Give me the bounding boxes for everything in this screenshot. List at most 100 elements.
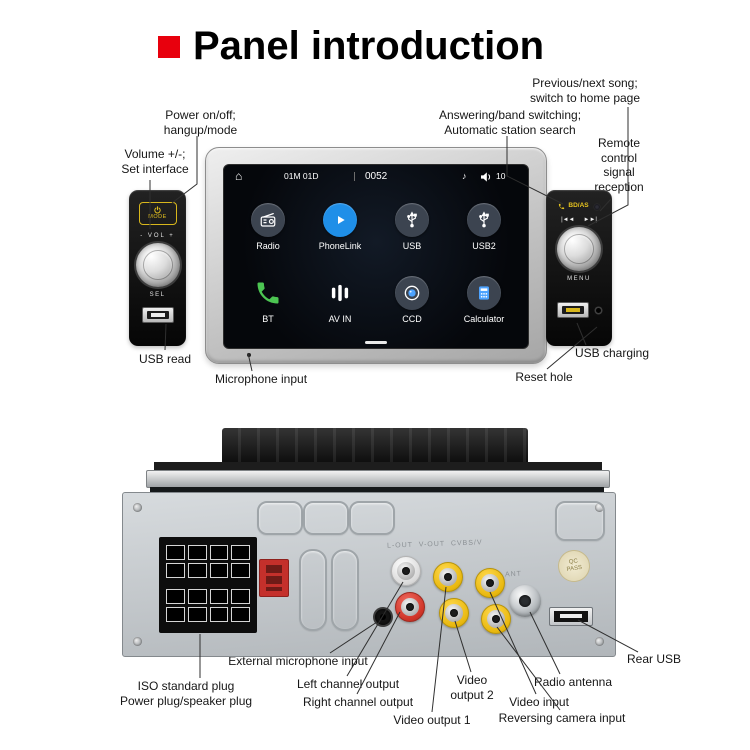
usb-icon xyxy=(395,203,429,238)
callout-usb-charging: USB charging xyxy=(574,346,650,360)
menu-label: MENU xyxy=(567,276,591,282)
title-bullet xyxy=(158,35,180,58)
app-bt: BT xyxy=(232,264,304,337)
rear-chassis: L-OUT V-OUT CVBS/V ANT QC PASS xyxy=(122,492,616,657)
callout-prev-next: Previous/next song; switch to home page xyxy=(529,76,641,105)
callout-microphone: Microphone input xyxy=(214,372,308,386)
status-bar: ⌂ 01M 01D 0052 ♪ 10 xyxy=(224,168,528,185)
right-panel-bottom-row xyxy=(557,302,601,318)
callout-video-out2: Video output 2 xyxy=(450,673,494,702)
callout-left-ch: Left channel output xyxy=(296,677,400,691)
iso-pin-grid-top xyxy=(159,545,257,578)
app-calculator: Calculator xyxy=(448,264,520,337)
speaker-icon xyxy=(481,172,491,182)
bdas-button-label: BD/AS xyxy=(568,202,589,210)
volume-knob-label: - VOL + xyxy=(140,233,175,239)
calculator-icon xyxy=(467,275,501,310)
page-title-row: Panel introduction xyxy=(158,24,544,69)
app-label: USB2 xyxy=(472,241,496,252)
status-volume-value: 10 xyxy=(496,171,506,181)
app-phonelink: PhoneLink xyxy=(304,191,376,264)
status-divider xyxy=(354,172,355,181)
jack-row-stamp-text: L-OUT V-OUT CVBS/V xyxy=(386,539,483,550)
music-note-icon: ♪ xyxy=(462,171,467,181)
phone-handset-icon xyxy=(251,276,285,310)
status-date: 01M 01D xyxy=(284,171,319,181)
screw xyxy=(133,503,142,512)
callout-remote: Remote control signal reception xyxy=(594,136,644,194)
camera-lens-icon xyxy=(395,275,429,310)
stamped-vent xyxy=(555,501,605,541)
status-time: 0052 xyxy=(365,171,388,182)
callout-answering: Answering/band switching; Automatic stat… xyxy=(438,108,582,137)
power-icon xyxy=(154,206,161,214)
reset-hole xyxy=(596,307,601,313)
callout-video-out1: Video output 1 xyxy=(393,713,471,727)
qc-pass-sticker: QC PASS xyxy=(555,547,593,585)
callout-video-in: Video input xyxy=(509,695,569,709)
callout-volume: Volume +/-; Set interface xyxy=(121,147,189,176)
stamped-rib xyxy=(331,549,359,631)
right-control-panel: BD/AS |◄◄ ►►| MENU xyxy=(546,190,612,346)
touchscreen: ⌂ 01M 01D 0052 ♪ 10 xyxy=(223,164,529,349)
app-usb: USB xyxy=(376,191,448,264)
answer-phone-icon xyxy=(559,203,565,210)
rear-mounting-sleeve xyxy=(222,428,528,466)
front-usb-charging-port xyxy=(557,302,589,318)
rear-usb-port xyxy=(549,607,593,626)
left-control-panel: MODE - VOL + SEL xyxy=(129,190,186,346)
rear-faceplate-edge xyxy=(146,470,610,488)
callout-rear-usb: Rear USB xyxy=(626,652,682,666)
usb2-icon xyxy=(467,203,501,238)
av-cables-icon xyxy=(323,276,357,310)
app-ccd: CCD xyxy=(376,264,448,337)
rear-gap-strip xyxy=(150,487,604,493)
app-usb2: USB2 xyxy=(448,191,520,264)
mode-button-label: MODE xyxy=(148,214,167,221)
power-plug-connector xyxy=(259,559,289,597)
front-usb-read-port xyxy=(141,307,174,323)
callout-iso: ISO standard plug Power plug/speaker plu… xyxy=(119,679,253,708)
app-label: AV IN xyxy=(328,313,352,324)
iso-connector xyxy=(159,537,257,633)
callout-reset: Reset hole xyxy=(515,370,573,384)
callout-antenna: Radio antenna xyxy=(533,675,613,689)
radio-antenna-connector xyxy=(509,585,541,617)
callout-power: Power on/off; hangup/mode xyxy=(163,108,238,137)
ir-receiver xyxy=(593,203,600,210)
radio-icon xyxy=(251,203,285,238)
app-radio: Radio xyxy=(232,191,304,264)
rca-video-output-2 xyxy=(439,598,469,628)
app-label: USB xyxy=(402,241,422,252)
play-icon xyxy=(323,203,357,238)
callout-usb-read: USB read xyxy=(138,352,192,366)
rca-left-channel-output xyxy=(391,556,421,586)
stamped-vent xyxy=(303,501,349,535)
stamped-vent xyxy=(349,501,395,535)
ant-stamp-text: ANT xyxy=(504,570,523,579)
power-mode-button: MODE xyxy=(138,202,177,225)
next-track-button-label: ►►| xyxy=(583,217,597,223)
app-avin: AV IN xyxy=(304,264,376,337)
app-label: Radio xyxy=(256,241,280,252)
screen-bezel: ⌂ 01M 01D 0052 ♪ 10 xyxy=(205,147,547,364)
home-icon: ⌂ xyxy=(235,169,243,183)
callout-reversing: Reversing camera input xyxy=(498,711,626,725)
stamped-vent xyxy=(257,501,303,535)
app-label: CCD xyxy=(402,313,422,324)
app-label: BT xyxy=(262,313,274,324)
page-title: Panel introduction xyxy=(193,24,545,68)
menu-knob xyxy=(557,227,601,271)
external-microphone-jack xyxy=(375,609,391,625)
screw xyxy=(133,637,142,646)
prev-next-buttons: |◄◄ ►►| xyxy=(561,217,597,223)
bdas-button-row: BD/AS xyxy=(558,202,600,211)
iso-pin-grid-bottom xyxy=(159,589,257,622)
previous-track-button-label: |◄◄ xyxy=(561,217,575,223)
rca-video-input xyxy=(475,568,505,598)
rca-reversing-camera-input xyxy=(481,604,511,634)
rca-right-channel-output xyxy=(395,592,425,622)
rear-top-bar xyxy=(154,462,602,472)
rca-video-output-1 xyxy=(433,562,463,592)
home-indicator-bar xyxy=(365,341,387,344)
